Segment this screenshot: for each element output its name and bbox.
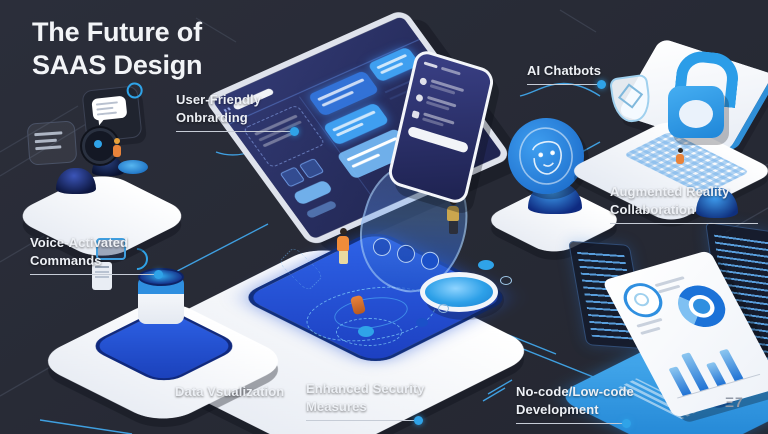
node-icon bbox=[125, 81, 144, 100]
node-dot bbox=[358, 326, 374, 337]
connector-dot bbox=[597, 80, 606, 90]
connector-dot bbox=[622, 419, 631, 429]
label-ai-chatbots: AI Chatbots bbox=[527, 62, 606, 90]
label-line: No-code/Low-code bbox=[516, 384, 634, 399]
label-data-visualization: Data Vsualization bbox=[175, 383, 284, 401]
label-underline bbox=[527, 80, 606, 90]
cube-icon bbox=[617, 83, 644, 109]
label-line: Voice-Activated bbox=[30, 235, 129, 250]
label-line: Augmented Reality bbox=[610, 184, 730, 199]
label-line: User-Friendly bbox=[176, 92, 262, 107]
face-scan-disc-icon bbox=[501, 111, 591, 201]
person-figure bbox=[336, 228, 350, 264]
bar-chart-icon bbox=[654, 332, 761, 399]
label-line: Measures bbox=[306, 399, 367, 415]
node-ring bbox=[500, 276, 512, 285]
person-figure bbox=[446, 198, 460, 234]
page-title: The Future of SAAS Design bbox=[32, 17, 203, 80]
donut-chart-icon bbox=[669, 280, 734, 333]
label-underline bbox=[610, 223, 758, 225]
person-figure bbox=[676, 148, 684, 164]
message-card bbox=[26, 120, 78, 166]
lens-icons bbox=[370, 235, 442, 272]
label-no-code-low-code: No-code/Low-code Development bbox=[516, 383, 634, 429]
label-line: Enhanced Security bbox=[306, 381, 425, 396]
round-button bbox=[420, 272, 498, 312]
chat-bubble-icon bbox=[91, 95, 128, 121]
label-voice-activated-commands: Voice-Activated Commands bbox=[30, 234, 163, 280]
wireframe-card bbox=[305, 200, 338, 219]
monitor-icon bbox=[96, 238, 126, 260]
label-enhanced-security-measures: Enhanced Security Measures bbox=[306, 380, 425, 426]
label-underline bbox=[176, 127, 299, 137]
label-line: Collaboration bbox=[610, 202, 696, 218]
connector-dot bbox=[290, 127, 299, 137]
person-figure bbox=[112, 138, 121, 158]
label-line: Data Vsualization bbox=[175, 384, 285, 399]
label-underline bbox=[306, 416, 423, 426]
node-ring bbox=[438, 304, 449, 313]
node-dot bbox=[416, 318, 428, 327]
padlock-icon bbox=[668, 86, 724, 138]
label-user-friendly-onboarding: User-Friendly Onbrarding bbox=[176, 91, 299, 137]
label-line: Commands bbox=[30, 253, 102, 269]
label-augmented-reality-collaboration: Augmented Reality Collaboration bbox=[610, 183, 758, 225]
connector-dot bbox=[414, 416, 423, 426]
document-icon bbox=[92, 262, 112, 290]
label-line: AI Chatbots bbox=[527, 63, 602, 78]
node-cluster-ring bbox=[336, 318, 402, 346]
node-dot bbox=[478, 260, 494, 270]
wireframe-tile bbox=[298, 157, 325, 179]
label-line: Onbrarding bbox=[176, 110, 248, 126]
label-underline bbox=[516, 419, 631, 429]
label-line: Development bbox=[516, 402, 599, 418]
label-underline bbox=[30, 270, 163, 280]
blue-pad-icon bbox=[118, 160, 148, 174]
brand-logo: Ξ7 bbox=[725, 394, 744, 410]
speaker-dome-icon bbox=[56, 168, 96, 194]
